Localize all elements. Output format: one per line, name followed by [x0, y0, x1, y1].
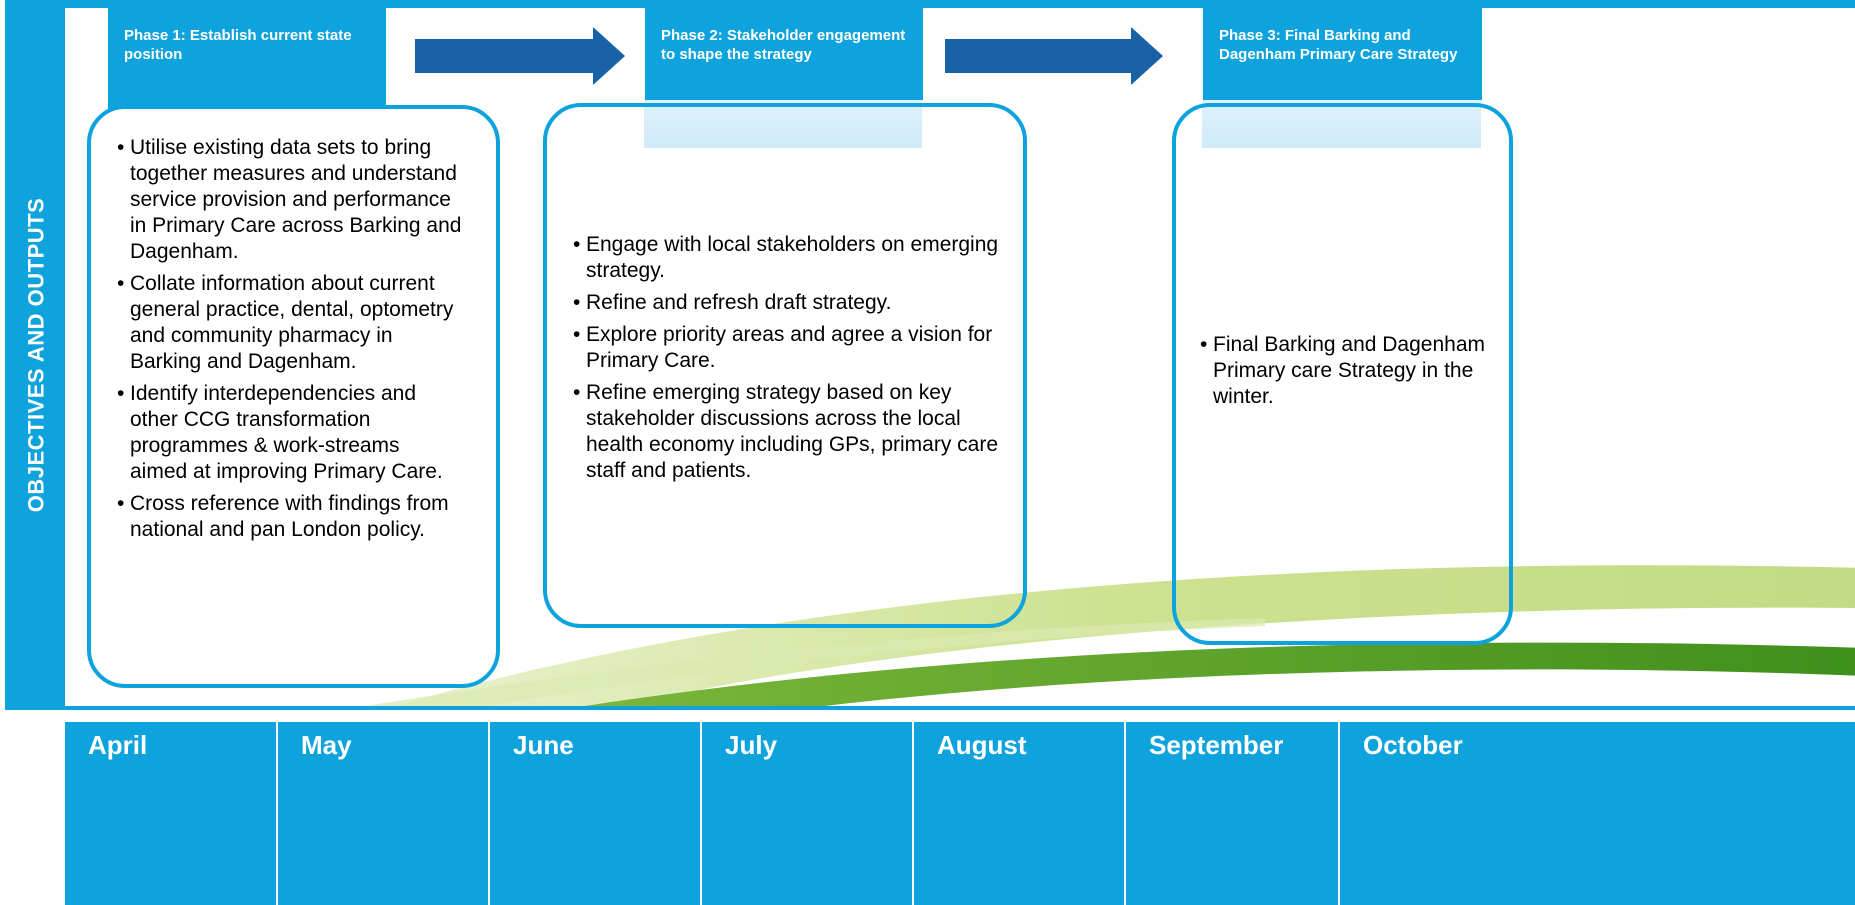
- list-item: Engage with local stakeholders on emergi…: [573, 232, 1013, 284]
- phase-1-bullets: Utilise existing data sets to bring toge…: [117, 135, 462, 549]
- month-timeline: April May June July August September Oct…: [65, 722, 1855, 905]
- phase-2-box: [543, 103, 1027, 628]
- phase-2-bullets: Engage with local stakeholders on emergi…: [573, 232, 1013, 490]
- month-april: April: [65, 722, 278, 905]
- month-july: July: [702, 722, 914, 905]
- month-september: September: [1126, 722, 1340, 905]
- list-item: Identify interdependencies and other CCG…: [117, 381, 462, 485]
- list-item: Utilise existing data sets to bring toge…: [117, 135, 462, 265]
- list-item: Refine emerging strategy based on key st…: [573, 380, 1013, 484]
- arrow-right-icon: [415, 27, 625, 85]
- background-swoosh: [365, 565, 1855, 706]
- month-august: August: [914, 722, 1126, 905]
- phase-3-tab-fade: [1202, 100, 1481, 148]
- month-october: October: [1340, 722, 1855, 905]
- objectives-and-outputs-label: OBJECTIVES AND OUTPUTS: [23, 197, 48, 513]
- phase-3-bullets: Final Barking and Dagenham Primary care …: [1200, 332, 1490, 416]
- list-item: Final Barking and Dagenham Primary care …: [1200, 332, 1490, 410]
- list-item: Explore priority areas and agree a visio…: [573, 322, 1013, 374]
- phase-3-title: Phase 3: Final Barking and Dagenham Prim…: [1203, 8, 1482, 100]
- month-may: May: [278, 722, 490, 905]
- phase-2-title: Phase 2: Stakeholder engagement to shape…: [645, 8, 923, 100]
- phase-3-box: [1172, 103, 1513, 645]
- list-item: Refine and refresh draft strategy.: [573, 290, 1013, 316]
- phase-2-tab-fade: [644, 100, 922, 148]
- list-item: Collate information about current genera…: [117, 271, 462, 375]
- arrow-right-icon: [945, 27, 1163, 85]
- list-item: Cross reference with findings from natio…: [117, 491, 462, 543]
- month-june: June: [490, 722, 702, 905]
- phase-1-title: Phase 1: Establish current state positio…: [108, 8, 386, 118]
